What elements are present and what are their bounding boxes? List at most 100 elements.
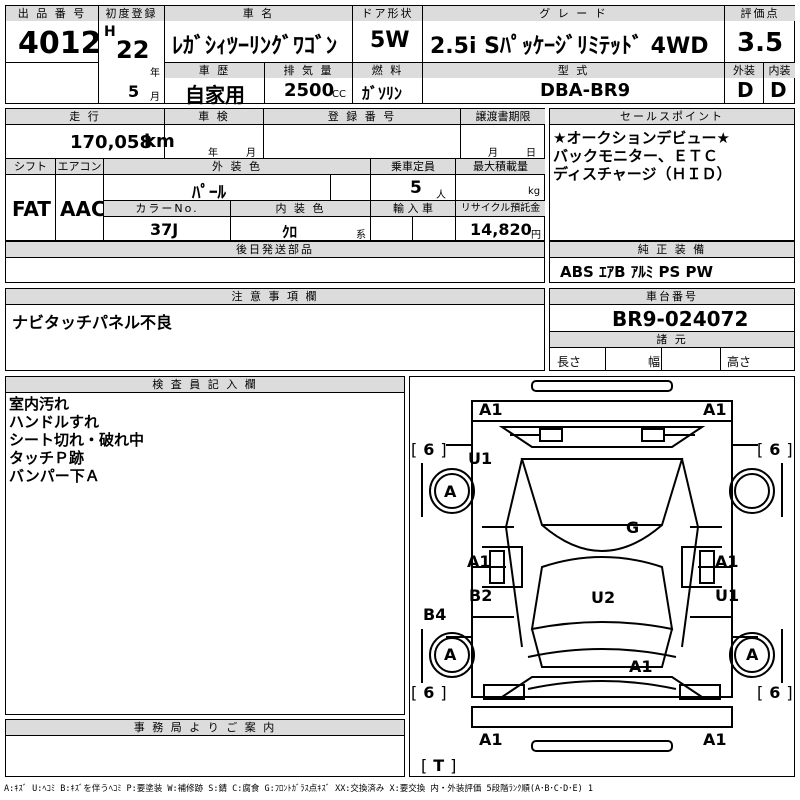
specs-label: 諸 元 [550,332,794,347]
mileage-label: 走 行 [6,109,164,124]
ac: AAC [60,197,106,221]
mark-rear-left: A1 [479,730,503,749]
mark-front-right: A1 [703,400,727,419]
insp-month-unit: 月 [246,148,256,159]
year-unit: 年 [150,68,160,79]
inspector-item: タッチＰ跡 [9,449,85,467]
mark-tire-rl: A [444,645,457,664]
displacement: 2500 [284,80,335,101]
tire-tread-rr: [6] [757,683,793,702]
car-outline [421,380,783,752]
transfer-month-unit: 月 [488,148,498,159]
mark-rear-right: A1 [703,730,727,749]
mark-door-left: A1 [467,552,491,571]
inspection-label: 車 検 [165,109,263,124]
int-score: D [770,78,787,102]
chassis-number: BR9-024072 [612,307,749,331]
capacity: 5 [410,178,422,198]
insp-year-unit: 年 [208,148,218,159]
tire-tread-fr: [6] [757,440,793,459]
sales-label: セールスポイント [550,109,794,124]
interior-color: ｸﾛ [282,223,298,241]
mileage: 170,058 [70,132,152,153]
ext-label: 外装 [725,63,763,78]
interior-label: 内 装 色 [231,201,370,216]
regno-label: 登 録 番 号 [264,109,460,124]
caution-text: ナビタッチパネル不良 [12,313,173,332]
office-label: 事 務 局 よ り ご 案 内 [6,720,404,735]
equip-label: 純 正 装 備 [550,242,794,257]
chassis-box [549,288,795,371]
equip-box [549,241,795,283]
car-name: ﾚｶﾞｼｨﾂｰﾘﾝｸﾞﾜｺﾞﾝ [172,34,338,59]
car-diagram [409,376,795,777]
caution-box [5,288,545,371]
interior-suffix: 系 [356,230,366,241]
mark-roof: U2 [591,588,616,607]
model-label: 型 式 [423,63,724,78]
colorno: 37J [150,220,179,239]
ac-label: エアコン [56,159,103,174]
shift: FAT [12,197,51,221]
displacement-label: 排 気 量 [265,63,352,78]
width-label: 幅 [648,355,661,369]
recycle-label: リサイクル預託金 [456,201,545,216]
cc-unit: CC [332,89,346,100]
lot-number: 4012 [18,26,102,61]
int-label: 内装 [764,63,795,78]
chassis-label: 車台番号 [550,289,794,304]
transfer-label: 譲渡書期限 [461,109,545,124]
mark-tire-fl: A [444,482,457,501]
tire-tread-fl: [6] [411,440,447,459]
height-label: 高さ [727,355,752,369]
mark-rear-door-left: B2 [469,586,493,605]
color: ﾊﾟｰﾙ [192,183,226,203]
sales-list: ★オークションデビュー★ バックモニター、ＥＴＣ ディスチャージ（ＨＩＤ） [553,129,732,183]
legend: A:ｷｽﾞ U:ﾍｺﾐ B:ｷｽﾞを伴うﾍｺﾐ P:要塗装 W:補修跡 S:錆 … [4,784,593,794]
first-reg-label: 初度登録 [99,6,164,21]
history-label: 車 歴 [165,63,264,78]
grade: 2.5i Sﾊﾟｯｹｰｼﾞﾘﾐﾃｯﾄﾞ 4WD [430,34,709,59]
mark-rocker-left: B4 [423,605,447,624]
door-label: ドア形状 [353,6,422,21]
sales-box [549,108,795,241]
month-unit: 月 [150,92,160,103]
mark-fender-left: U1 [468,449,493,468]
color-label: 外 装 色 [104,159,370,174]
score-label: 評価点 [725,6,795,21]
mark-glass: G [626,518,640,537]
reg-year: 22 [116,36,150,64]
fuel: ｶﾞｿﾘﾝ [362,84,403,103]
shift-label: シフト [6,159,55,174]
mark-front-left: A1 [479,400,503,419]
door-type: 5W [370,28,410,53]
model: DBA-BR9 [540,80,631,101]
later-parts-box [5,241,545,283]
later-parts-label: 後日発送部品 [6,242,544,257]
equip-value: ABS ｴｱB ｱﾙﾐ PS PW [560,263,714,281]
mark-rear-door-right: U1 [715,586,740,605]
spare-tire-mark: [T] [421,756,457,775]
sales-item: ディスチャージ（ＨＩＤ） [553,165,732,183]
transfer-day-unit: 日 [526,148,536,159]
office-box [5,719,405,777]
tire-tread-rl: [6] [411,683,447,702]
car-name-label: 車 名 [165,6,352,21]
import-label: 輸 入 車 [371,201,455,216]
person-unit: 人 [436,190,446,201]
score: 3.5 [737,28,784,58]
inspector-item: 室内汚れ [9,395,70,413]
km-unit: km [144,131,175,152]
inspector-list: 室内汚れ ハンドルすれ シート切れ・破れ中 タッチＰ跡 バンパー下Ａ [9,395,144,485]
inspector-item: バンパー下Ａ [9,467,100,485]
reg-month: 5 [128,82,140,101]
sales-item: バックモニター、ＥＴＣ [553,147,718,165]
kg-unit: kg [528,186,541,197]
mark-trunk: A1 [629,657,653,676]
length-label: 長さ [557,355,582,369]
fuel-label: 燃 料 [353,63,422,78]
era: H [104,24,116,40]
inspector-label: 検 査 員 記 入 欄 [6,377,404,392]
load-label: 最大積載量 [456,159,545,174]
ext-score: D [737,78,754,102]
